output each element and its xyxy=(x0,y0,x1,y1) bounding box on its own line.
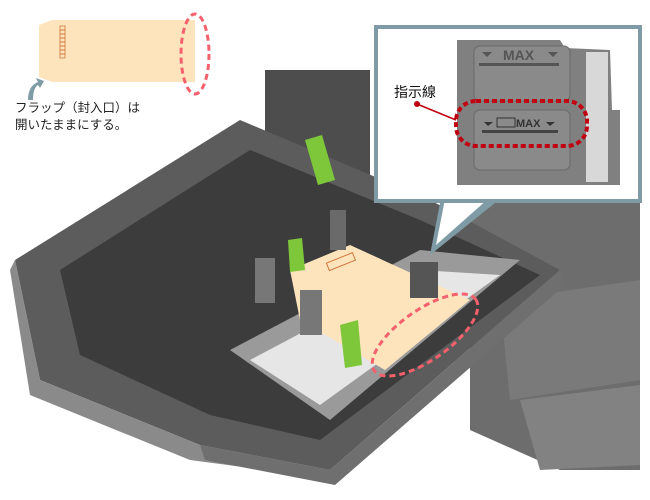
max-envelope-label: MAX xyxy=(516,118,541,130)
envelope-in-tray xyxy=(290,245,470,370)
max-top-label: MAX xyxy=(503,47,535,63)
indicator-highlight xyxy=(454,99,589,148)
end-guide xyxy=(410,262,438,298)
callout-box: MAX MAX xyxy=(374,25,642,255)
green-lever xyxy=(288,238,305,272)
indicator-line-label: 指示線 xyxy=(394,85,436,101)
flap-caption: フラップ（封入口）は 開いたままにする。 xyxy=(15,99,140,133)
envelope-diagram xyxy=(28,12,211,100)
paper-tray xyxy=(10,120,565,485)
side-guide xyxy=(255,258,275,303)
caption-line-2: 開いたままにする。 xyxy=(15,117,128,132)
arrow-icon xyxy=(28,78,44,100)
envelope-icon xyxy=(496,117,516,128)
end-guide xyxy=(330,210,346,250)
green-lever xyxy=(340,320,362,368)
green-lever xyxy=(305,135,335,185)
caption-line-1: フラップ（封入口）は xyxy=(15,100,141,115)
highlight-ellipse xyxy=(370,292,480,378)
side-guide xyxy=(300,290,322,335)
